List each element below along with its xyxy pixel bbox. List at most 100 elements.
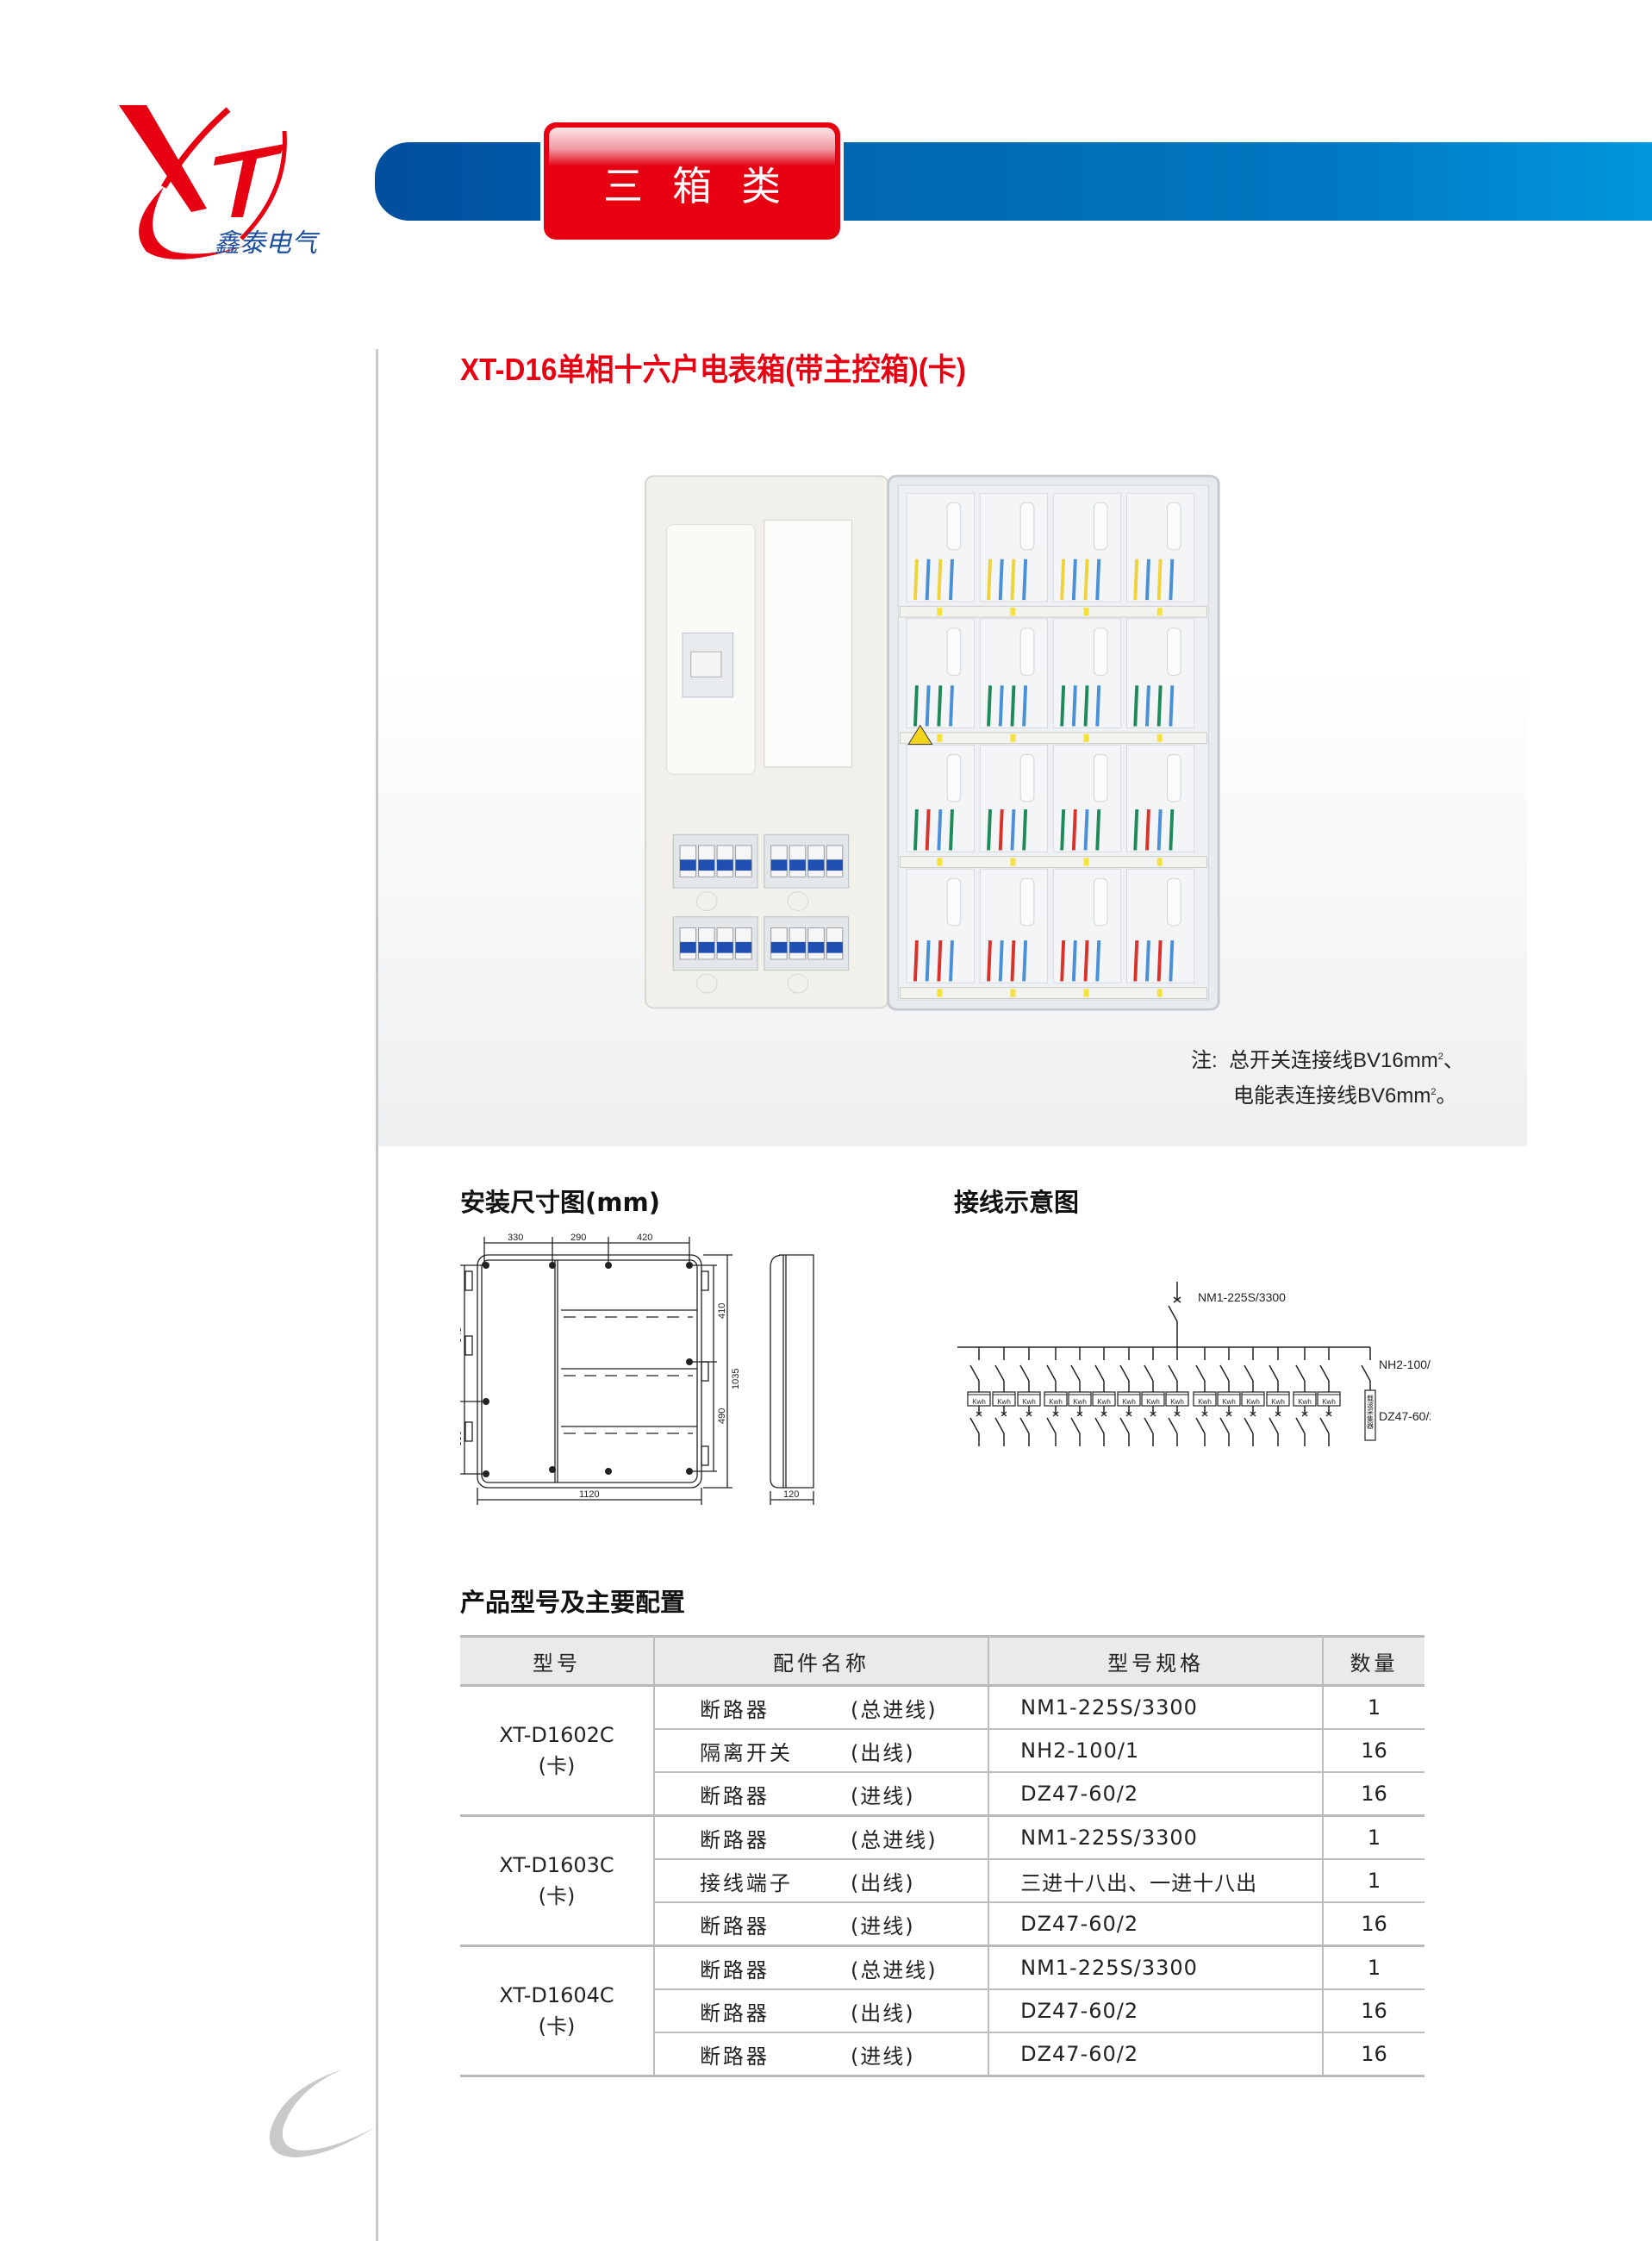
note-sup: 2 (1437, 1052, 1443, 1062)
part-cell: 断路器(出线) (652, 1989, 989, 2033)
meter-branch: Kwh (992, 1347, 1016, 1446)
spec-cell: DZ47-60/2 (988, 1772, 1324, 1817)
column-header: 配件名称 (652, 1635, 989, 1687)
isolator-label: NH2-100/2 (1379, 1358, 1431, 1371)
meter-label: Kwh (1170, 1398, 1184, 1406)
part-type: (出线) (850, 1870, 915, 1895)
model-variant: (卡) (538, 1884, 576, 1908)
meter-compartment (979, 745, 1049, 866)
spec-cell: NM1-225S/3300 (988, 1685, 1324, 1730)
meter-label: Kwh (972, 1398, 986, 1406)
meter-label: Kwh (1146, 1398, 1160, 1406)
part-cell: 断路器 (总进线) (652, 1685, 989, 1730)
dim-120: 120 (783, 1489, 799, 1500)
meter-branch: Kwh (1193, 1347, 1217, 1446)
part-type: (总进线) (850, 1827, 938, 1852)
wiring-heading: 接线示意图 (954, 1188, 1080, 1217)
install-heading: 安装尺寸图(mm) (460, 1188, 660, 1217)
brand-logo: 鑫泰电气 (119, 105, 321, 259)
part-type: (总进线) (850, 1697, 938, 1722)
qty-cell: 1 (1322, 1859, 1424, 1903)
spec-cell: NM1-225S/3300 (988, 1945, 1324, 1990)
qty-cell: 16 (1322, 1772, 1424, 1817)
meter-branch: Kwh (1293, 1347, 1317, 1446)
product-title: XT-D16单相十六户电表箱(带主控箱)(卡) (460, 352, 966, 387)
meter-compartment (979, 618, 1049, 742)
spec-cell: 三进十八出、一进十八出 (988, 1859, 1324, 1903)
part-name: 断路器 (699, 1783, 770, 1808)
dim-410: 410 (717, 1303, 727, 1319)
breaker-window (672, 833, 758, 911)
wiring-note: 注: 总开关连接线BV16mm2、 电能表连接线BV6mm2。 (1191, 1041, 1464, 1112)
part-name: 断路器 (699, 1957, 770, 1982)
meter-compartment (1052, 492, 1122, 616)
meter-compartment (906, 618, 975, 742)
model-variant: (卡) (538, 1754, 576, 1778)
spec-cell: NH2-100/1 (988, 1729, 1324, 1773)
column-header: 型号规格 (988, 1635, 1324, 1687)
qty-cell: 16 (1322, 1729, 1424, 1773)
category-label: 三箱类 (603, 163, 810, 209)
spec-cell: DZ47-60/2 (988, 2032, 1324, 2077)
breaker-window (672, 916, 758, 994)
meter-branch: Kwh (1092, 1347, 1116, 1446)
part-type: (出线) (850, 2001, 915, 2026)
meter-branch: Kwh (1266, 1347, 1290, 1446)
dim-1120: 1120 (579, 1489, 600, 1500)
qty-cell: 16 (1322, 1989, 1424, 2033)
branch-breaker-label: DZ47-60/2 (1379, 1409, 1431, 1423)
qty-cell: 16 (1322, 2032, 1424, 2077)
meter-compartment (1126, 492, 1195, 616)
dim-330: 330 (508, 1233, 523, 1243)
part-type: (出线) (850, 1740, 915, 1765)
qty-cell: 1 (1322, 1815, 1424, 1860)
category-tab: 三箱类 (544, 122, 840, 240)
part-name: 接线端子 (699, 1870, 793, 1895)
meter-label: Kwh (1298, 1398, 1312, 1406)
dim-350: 350 (460, 1431, 464, 1446)
decorative-swoosh (269, 2069, 377, 2157)
part-cell: 隔离开关 (出线) (652, 1729, 989, 1773)
model-cell: XT-D1604C(卡) (460, 1945, 654, 2077)
meter-label: Kwh (1022, 1398, 1036, 1406)
spec-cell: NM1-225S/3300 (988, 1815, 1324, 1860)
logo-chinese-text: 鑫泰电气 (214, 229, 321, 258)
breaker-window (764, 833, 850, 911)
meter-compartment (906, 492, 975, 616)
meter-compartment (1126, 868, 1195, 997)
install-dimension-drawing: 330 290 420 545 350 410 490 1035 1120 12… (460, 1233, 814, 1505)
note-line2: 电能表连接线BV6mm (1233, 1084, 1431, 1108)
meter-branch: Kwh (1217, 1347, 1241, 1446)
note-prefix: 注: (1191, 1049, 1218, 1072)
part-cell: 接线端子 (出线) (652, 1859, 989, 1903)
spec-cell: DZ47-60/2 (988, 1902, 1324, 1947)
meter-compartment (1052, 868, 1122, 997)
meter-compartment (1126, 745, 1195, 866)
meter-label: Kwh (1271, 1398, 1285, 1406)
meter-label: Kwh (1073, 1398, 1087, 1406)
main-breaker-label: NM1-225S/3300 (1198, 1290, 1286, 1304)
meter-branch: Kwh (1241, 1347, 1265, 1446)
model-variant: (卡) (538, 2014, 576, 2038)
meter-branch: Kwh (1117, 1347, 1141, 1446)
meter-branch: Kwh (1141, 1347, 1165, 1446)
part-cell: 断路器(进线) (652, 1902, 989, 1947)
qty-cell: 1 (1322, 1685, 1424, 1730)
part-name: 断路器 (699, 2044, 770, 2069)
meter-label: Kwh (1322, 1398, 1336, 1406)
dim-490: 490 (717, 1408, 727, 1424)
model-name: XT-D1603C (499, 1853, 614, 1877)
meter-branch: Kwh (1017, 1347, 1041, 1446)
part-name: 断路器 (699, 1697, 770, 1722)
meter-branch: Kwh (1317, 1347, 1341, 1446)
model-name: XT-D1602C (499, 1723, 614, 1747)
dim-290: 290 (570, 1233, 586, 1243)
part-type: (进线) (850, 1783, 915, 1808)
meter-compartment (979, 868, 1049, 997)
part-name: 隔离开关 (699, 1740, 793, 1765)
part-type: (总进线) (850, 1957, 938, 1982)
